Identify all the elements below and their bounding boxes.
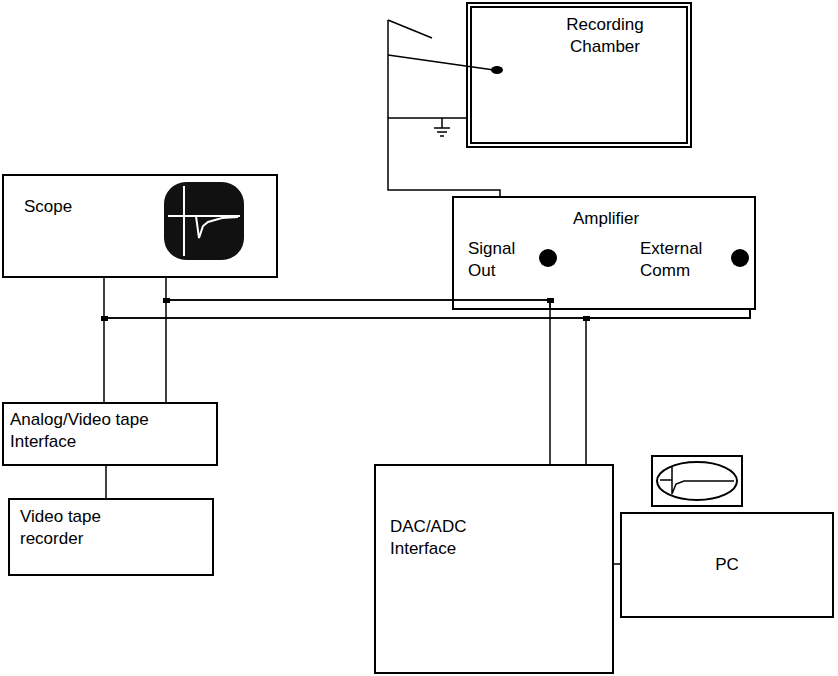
electrode-holder [388, 20, 432, 38]
box-label: Amplifier [550, 208, 662, 230]
signal-out-jack [539, 249, 557, 267]
box-label: Recording Chamber [540, 14, 670, 58]
dac-adc-box: DAC/ADC Interface [374, 464, 614, 674]
box-label: DAC/ADC Interface [390, 516, 482, 560]
signal-wire [166, 278, 550, 310]
box-label: Signal Out [468, 238, 530, 282]
box-label: External Comm [640, 238, 718, 282]
chamber-box: Recording Chamber [466, 2, 692, 148]
electrode-tip [491, 66, 503, 74]
box-label: Scope [24, 196, 144, 218]
electrode-wire [388, 55, 494, 70]
signal-wire [104, 278, 750, 318]
ground-symbol [434, 118, 450, 136]
interface-box: Analog/Video tape Interface [2, 402, 218, 466]
box-label: Video tape recorder [20, 506, 130, 550]
signal-wire [388, 118, 500, 196]
box-label: PC [682, 554, 772, 576]
box-label: Analog/Video tape Interface [10, 409, 190, 453]
signal-wire [104, 310, 750, 402]
signal-wire [166, 300, 550, 402]
amplifier-box: AmplifierSignal Out External Comm [452, 196, 756, 310]
scope-box: Scope [2, 174, 278, 278]
recorder-box: Video tape recorder [8, 498, 214, 576]
scope-screen [164, 182, 244, 260]
pc-box: PC [620, 512, 834, 618]
pc-monitor [652, 456, 742, 506]
signal-wire [586, 310, 750, 464]
signal-wire [105, 466, 107, 498]
signal-wire [549, 310, 551, 464]
external-comm-jack [731, 249, 749, 267]
electrode-lead [387, 20, 389, 118]
